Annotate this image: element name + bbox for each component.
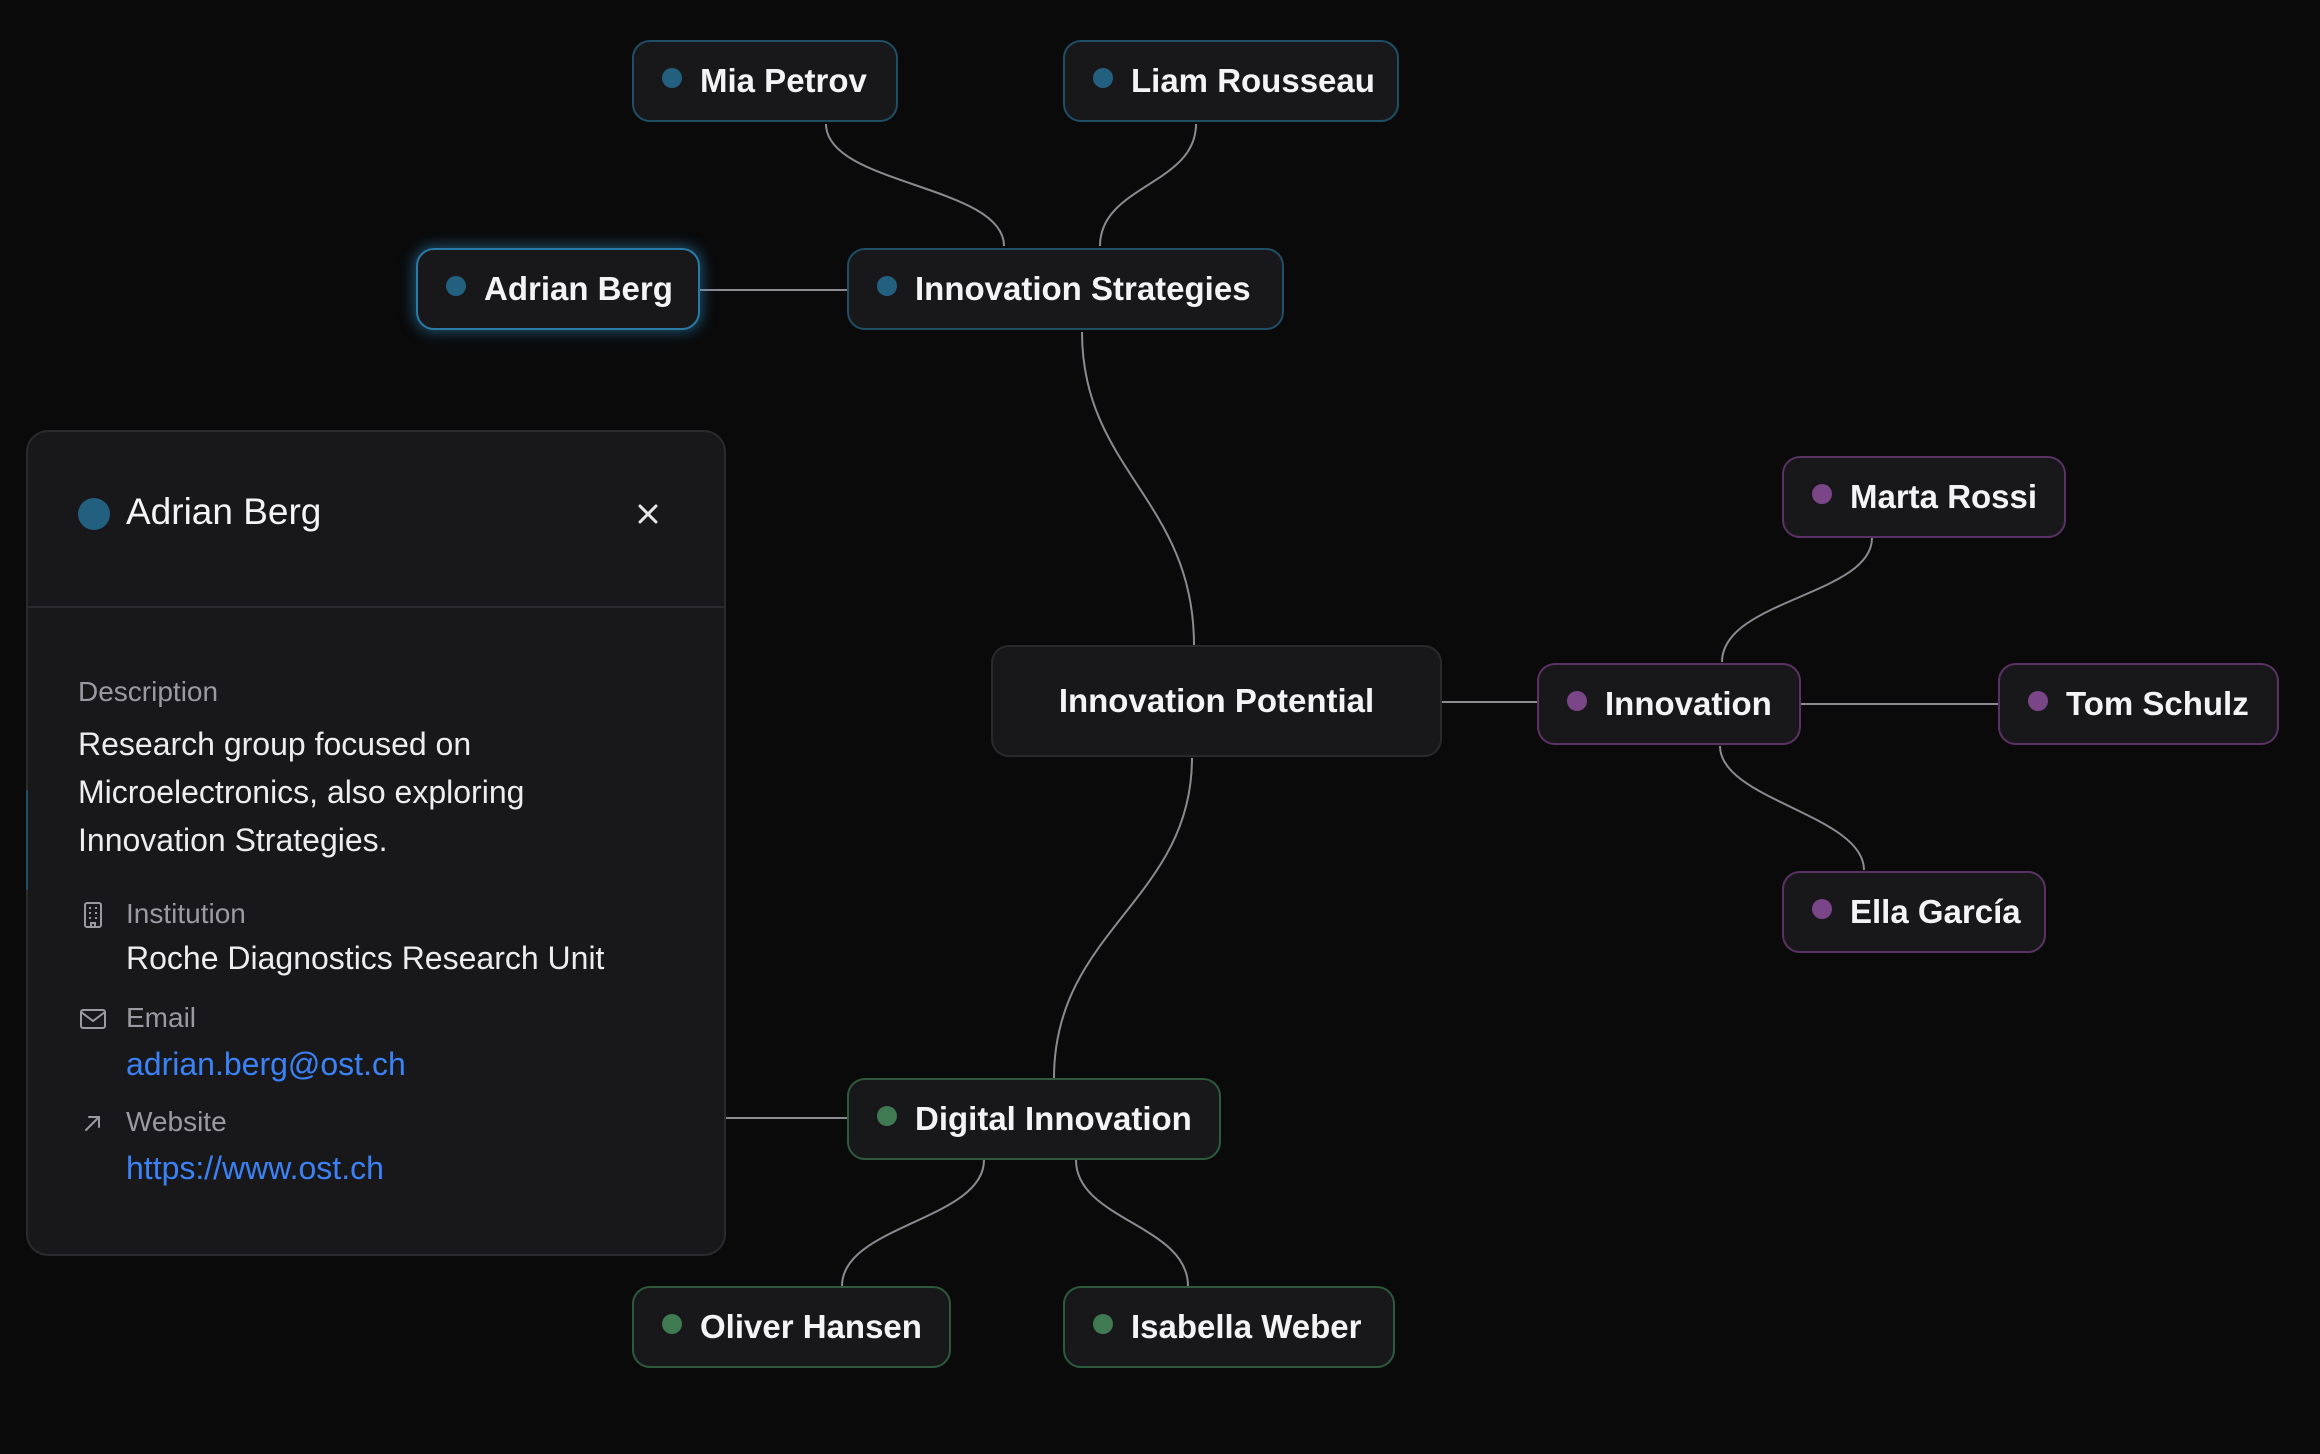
node-label: Ella García [1850, 893, 2021, 930]
node-digital-innovation[interactable]: Digital Innovation [847, 1078, 1221, 1160]
node-label: Adrian Berg [484, 270, 673, 307]
close-icon[interactable] [630, 496, 666, 532]
panel-color-dot-icon [78, 498, 110, 530]
node-innovation[interactable]: Innovation [1537, 663, 1801, 745]
node-label: Innovation Strategies [915, 270, 1251, 307]
node-label: Innovation [1605, 685, 1772, 722]
email-label: Email [126, 1002, 197, 1033]
node-dot-icon [877, 1106, 897, 1126]
node-liam-rousseau[interactable]: Liam Rousseau [1063, 40, 1399, 122]
edge-mia-strategies [825, 123, 1005, 247]
edge-liam-strategies [1099, 123, 1197, 247]
node-label: Liam Rousseau [1131, 62, 1375, 99]
node-label: Mia Petrov [700, 62, 867, 99]
node-dot-icon [2028, 691, 2048, 711]
panel-edge-marker [26, 790, 28, 890]
node-label: Digital Innovation [915, 1100, 1192, 1137]
institution-value: Roche Diagnostics Research Unit [126, 940, 605, 976]
institution-label: Institution [126, 898, 246, 929]
node-dot-icon [1093, 1314, 1113, 1334]
node-oliver-hansen[interactable]: Oliver Hansen [632, 1286, 951, 1368]
node-dot-icon [1093, 68, 1113, 88]
panel-title: Adrian Berg [126, 491, 322, 532]
node-dot-icon [662, 1314, 682, 1334]
building-icon [84, 902, 102, 928]
node-dot-icon [662, 68, 682, 88]
edge-center-digital [1053, 757, 1193, 1079]
node-innovation-strategies[interactable]: Innovation Strategies [847, 248, 1284, 330]
node-marta-rossi[interactable]: Marta Rossi [1782, 456, 2066, 538]
node-ella-garcia[interactable]: Ella García [1782, 871, 2046, 953]
panel-header: Adrian Berg [28, 432, 724, 608]
website-link[interactable]: https://www.ost.ch [126, 1150, 384, 1186]
node-dot-icon [1812, 484, 1832, 504]
detail-panel: Adrian Berg Description Research group f… [26, 430, 726, 1256]
node-label: Oliver Hansen [700, 1308, 922, 1345]
node-label: Tom Schulz [2066, 685, 2249, 722]
node-label: Marta Rossi [1850, 478, 2038, 515]
website-label: Website [126, 1106, 227, 1137]
external-link-icon [85, 1116, 100, 1131]
edge-innovation-ella [1719, 745, 1865, 871]
description-label: Description [78, 676, 219, 707]
edge-digital-oliver [841, 1159, 985, 1287]
node-dot-icon [1567, 691, 1587, 711]
node-tom-schulz[interactable]: Tom Schulz [1998, 663, 2279, 745]
node-isabella-weber[interactable]: Isabella Weber [1063, 1286, 1395, 1368]
node-label: Innovation Potential [1058, 682, 1375, 719]
email-link[interactable]: adrian.berg@ost.ch [126, 1046, 406, 1082]
description-text: Research group focused on Microelectroni… [78, 726, 525, 858]
node-dot-icon [1812, 899, 1832, 919]
edge-strategies-center [1081, 331, 1195, 646]
mail-icon [80, 1009, 106, 1029]
node-mia-petrov[interactable]: Mia Petrov [632, 40, 898, 122]
node-dot-icon [877, 276, 897, 296]
edge-digital-isabella [1075, 1159, 1189, 1287]
node-adrian-berg[interactable]: Adrian Berg [416, 248, 700, 330]
node-center[interactable]: Innovation Potential [991, 645, 1442, 757]
node-dot-icon [446, 276, 466, 296]
node-label: Isabella Weber [1131, 1308, 1362, 1345]
edge-marta-innovation [1721, 537, 1873, 663]
